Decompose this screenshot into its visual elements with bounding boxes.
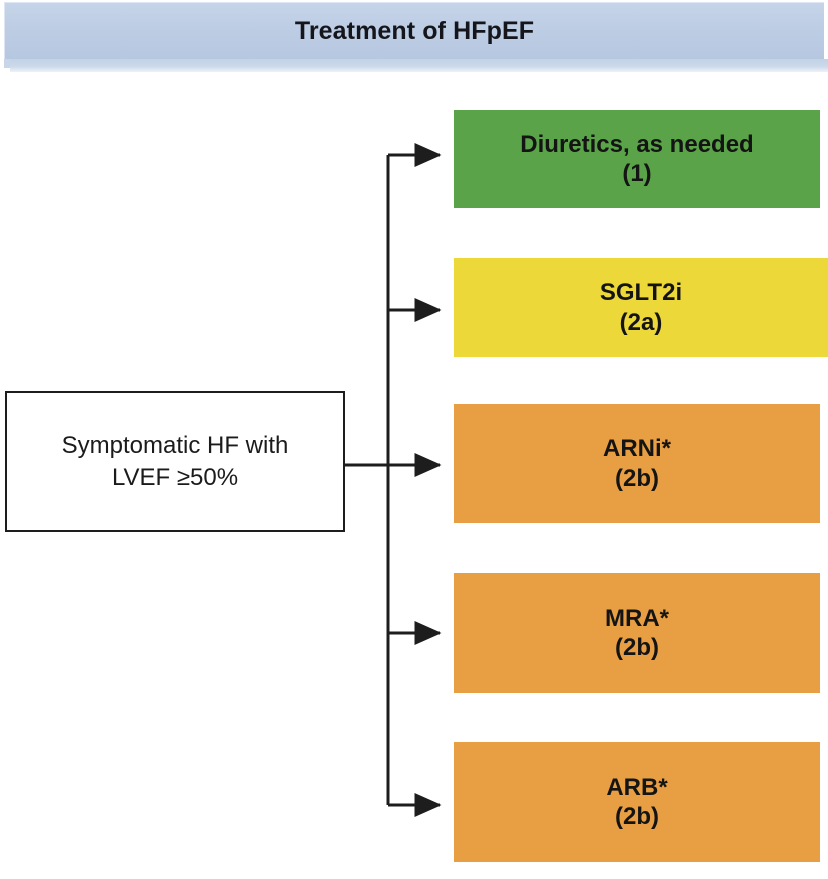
treatment-box-diuretics: Diuretics, as needed (1)	[454, 110, 820, 208]
treatment-box-arb: ARB* (2b)	[454, 742, 820, 862]
source-line-1: Symptomatic HF with	[61, 431, 289, 459]
treatment-recommendation-class: (2b)	[615, 464, 659, 492]
header-bevel-shadow	[10, 59, 828, 72]
treatment-name: SGLT2i	[599, 279, 683, 307]
treatment-recommendation-class: (1)	[622, 160, 652, 187]
treatment-recommendation-class: (2a)	[619, 308, 663, 336]
header-banner: Treatment of HFpEF	[4, 2, 824, 59]
treatment-box-arni: ARNi* (2b)	[454, 404, 820, 523]
treatment-name: ARNi*	[602, 435, 671, 463]
treatment-name: ARB*	[606, 773, 668, 801]
treatment-name: MRA*	[605, 604, 669, 632]
treatment-box-mra: MRA* (2b)	[454, 573, 820, 693]
treatment-box-sglt2i: SGLT2i (2a)	[454, 258, 828, 357]
source-line-2: LVEF ≥50%	[111, 463, 239, 491]
treatment-recommendation-class: (2b)	[615, 803, 659, 830]
source-condition-text: Symptomatic HF with LVEF ≥50%	[62, 430, 289, 493]
header-bevel-corner	[4, 59, 10, 68]
treatment-recommendation-class: (2b)	[615, 634, 659, 661]
treatment-name: Diuretics, as needed	[520, 130, 754, 158]
source-condition-box: Symptomatic HF with LVEF ≥50%	[5, 391, 345, 532]
page-title: Treatment of HFpEF	[294, 16, 535, 45]
